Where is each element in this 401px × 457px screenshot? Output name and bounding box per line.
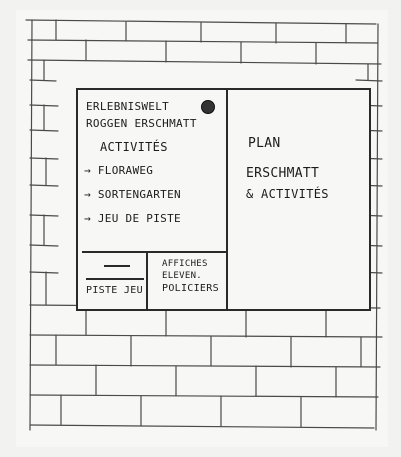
round-logo-icon [201,100,215,114]
sign-header-line2: ROGGEN ERSCHMATT [86,117,197,130]
dash-icon [104,265,130,267]
eleven-label: ELEVEN. [162,271,203,281]
activities-heading: ACTIVITÉS [100,140,168,154]
bottom-divider [146,253,148,309]
piste-jeu-label: PISTE JEU [86,285,143,296]
activity-item: → JEU DE PISTE [84,212,181,225]
activity-item: → SORTENGARTEN [84,188,181,201]
affiches-label: AFFICHES [162,259,208,269]
activity-item: → FLORAWEG [84,164,154,177]
plan-title: PLAN [248,136,281,151]
panel-divider [226,90,228,311]
sign-board: ERLEBNISWELT ROGGEN ERSCHMATT ACTIVITÉS … [76,88,371,311]
plan-subtitle-2: & ACTIVITÉS [246,187,329,201]
plan-subtitle: ERSCHMATT [246,166,320,181]
sketch-paper: ERLEBNISWELT ROGGEN ERSCHMATT ACTIVITÉS … [16,10,388,447]
sign-header-line1: ERLEBNISWELT [86,100,170,113]
bottom-panel: PISTE JEU AFFICHES ELEVEN. POLICIERS [82,251,226,309]
divider [86,278,144,280]
policiers-label: POLICIERS [162,283,219,294]
